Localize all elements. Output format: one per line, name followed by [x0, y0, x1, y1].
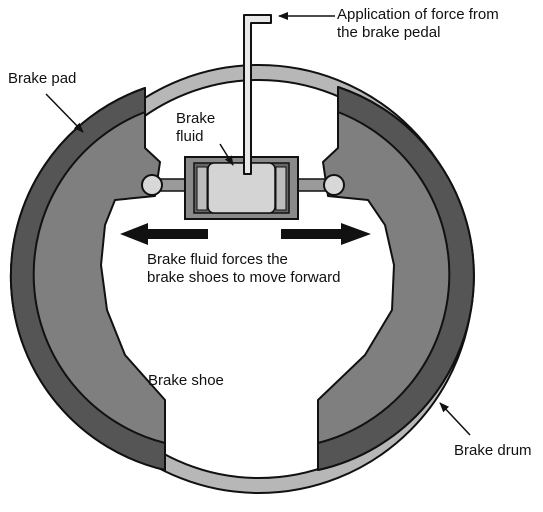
brake-pad-pointer [45, 93, 84, 133]
brake-drum-pointer [439, 402, 471, 436]
brake-shoe-left [9, 87, 166, 471]
fluid-forces-label-line-1: Brake fluid forces the [147, 251, 288, 268]
force-label: Application of force from the brake peda… [337, 6, 499, 42]
brake-fluid-label: Brake fluid [176, 110, 215, 146]
fluid-forces-label-line-2: brake shoes to move forward [147, 269, 341, 286]
force-label-line-2: the brake pedal [337, 24, 441, 41]
brake-shoe-label: Brake shoe [148, 372, 224, 389]
pivot-pin-right [323, 174, 345, 196]
brake-drum-label: Brake drum [454, 442, 532, 459]
left-force-arrow [120, 223, 208, 245]
brake-pad-label: Brake pad [8, 70, 77, 87]
fluid-forces-label: Brake fluid forces the brake shoes to mo… [147, 251, 340, 287]
wheel-cylinder-rods [141, 174, 345, 196]
brake-pad-left [9, 87, 166, 471]
fluid-pointer [219, 143, 234, 166]
pedal-rod [243, 14, 272, 175]
wheel-cylinder [184, 156, 299, 220]
brake-fluid-label-line-2: fluid [176, 128, 204, 145]
brake-fluid-chamber [207, 162, 276, 214]
brake-pad-right [317, 86, 475, 471]
direction-arrows [120, 223, 371, 245]
brake-fluid-label-line-1: Brake [176, 110, 216, 127]
brake-shoe-right [317, 86, 475, 471]
force-label-line-1: Application of force from [337, 6, 499, 23]
right-force-arrow [281, 223, 371, 245]
pivot-pin-left [141, 174, 163, 196]
